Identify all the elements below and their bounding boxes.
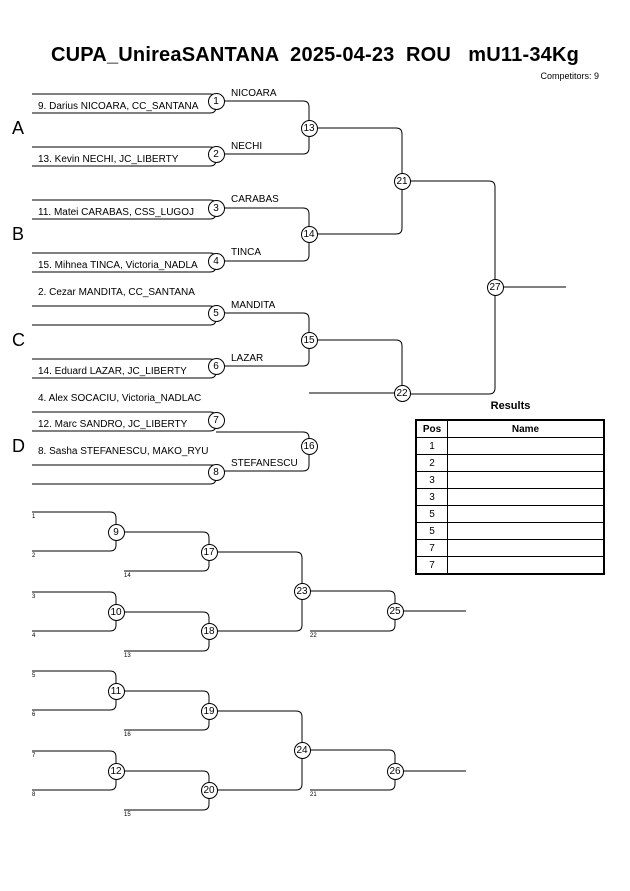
match-number: 26 <box>386 762 404 780</box>
match-number: 19 <box>200 702 218 720</box>
results-table: Pos Name 1 2 3 3 5 5 7 7 <box>415 419 605 575</box>
results-row: 5 <box>415 505 605 523</box>
results-row: 3 <box>415 471 605 489</box>
pool-label-a: A <box>12 118 25 138</box>
competitor-entry: 2. Cezar MANDITA, CC_SANTANA <box>38 287 195 298</box>
competitor-entry: 12. Marc SANDRO, JC_LIBERTY <box>38 419 188 430</box>
pool-label-d: D <box>12 436 25 456</box>
results-name <box>447 505 605 523</box>
results-pos: 1 <box>415 437 448 455</box>
results-name <box>447 522 605 540</box>
competitor-entry: 9. Darius NICOARA, CC_SANTANA <box>38 101 199 112</box>
repechage-slot-label: 15 <box>124 812 131 818</box>
match-number: 24 <box>293 741 311 759</box>
results-pos: 7 <box>415 539 448 557</box>
repechage-slot-label: 6 <box>32 712 36 718</box>
match-number: 20 <box>200 781 218 799</box>
match-number: 8 <box>207 463 225 481</box>
results-header-row: Pos Name <box>415 419 605 438</box>
results-row: 2 <box>415 454 605 472</box>
results-pos: 3 <box>415 471 448 489</box>
competitor-count: Competitors: 9 <box>540 71 599 81</box>
match-number: 6 <box>207 357 225 375</box>
competitor-entry: 11. Matei CARABAS, CSS_LUGOJ <box>38 207 194 218</box>
match-number: 27 <box>486 278 504 296</box>
repechage-slot-label: 1 <box>32 514 36 520</box>
repechage-slot-label: 13 <box>124 653 131 659</box>
match-number: 9 <box>107 523 125 541</box>
results-name <box>447 454 605 472</box>
results-pos: 7 <box>415 556 448 575</box>
event-title: CUPA_UnireaSANTANA 2025-04-23 ROU mU11-3… <box>50 44 580 66</box>
match-number: 22 <box>393 384 411 402</box>
winner-name: TINCA <box>231 247 261 258</box>
competitor-entry: 15. Mihnea TINCA, Victoria_NADLA <box>38 260 198 271</box>
results-pos: 5 <box>415 505 448 523</box>
repechage-slot-label: 2 <box>32 553 36 559</box>
winner-name: CARABAS <box>231 194 279 205</box>
match-number: 14 <box>300 225 318 243</box>
repechage-slot-label: 3 <box>32 594 36 600</box>
pool-label-c: C <box>12 330 25 350</box>
results-name <box>447 539 605 557</box>
repechage-slot-label: 21 <box>310 792 317 798</box>
match-number: 15 <box>300 331 318 349</box>
match-number: 17 <box>200 543 218 561</box>
repechage-slot-label: 14 <box>124 573 131 579</box>
winner-name: NICOARA <box>231 88 277 99</box>
match-number: 2 <box>207 145 225 163</box>
match-number: 10 <box>107 603 125 621</box>
results-name <box>447 437 605 455</box>
match-number: 11 <box>107 682 125 700</box>
repechage-slot-label: 7 <box>32 753 36 759</box>
match-number: 16 <box>300 437 318 455</box>
match-number: 7 <box>207 411 225 429</box>
pool-label-b: B <box>12 224 25 244</box>
results-header-name: Name <box>447 419 605 438</box>
match-number: 4 <box>207 252 225 270</box>
winner-name: MANDITA <box>231 300 276 311</box>
results-name <box>447 556 605 575</box>
results-row: 7 <box>415 539 605 557</box>
repechage-slot-label: 8 <box>32 792 36 798</box>
match-number: 18 <box>200 622 218 640</box>
results-pos: 5 <box>415 522 448 540</box>
competitor-entry: 8. Sasha STEFANESCU, MAKO_RYU <box>38 446 209 457</box>
competitor-entry: 13. Kevin NECHI, JC_LIBERTY <box>38 154 179 165</box>
match-number: 23 <box>293 582 311 600</box>
repechage-slot-label: 4 <box>32 633 36 639</box>
repechage-slot-label: 22 <box>310 633 317 639</box>
match-number: 25 <box>386 602 404 620</box>
results-title: Results <box>490 400 531 412</box>
repechage-slot-label: 5 <box>32 673 36 679</box>
match-number: 13 <box>300 119 318 137</box>
winner-name: STEFANESCU <box>231 458 298 469</box>
match-number: 12 <box>107 762 125 780</box>
match-number: 21 <box>393 172 411 190</box>
results-pos: 2 <box>415 454 448 472</box>
competitor-entry: 14. Eduard LAZAR, JC_LIBERTY <box>38 366 187 377</box>
results-name <box>447 488 605 506</box>
winner-name: NECHI <box>231 141 263 152</box>
winner-name: LAZAR <box>231 353 264 364</box>
match-number: 1 <box>207 92 225 110</box>
results-name <box>447 471 605 489</box>
competitor-entry: 4. Alex SOCACIU, Victoria_NADLAC <box>38 393 202 404</box>
results-header-pos: Pos <box>415 419 448 438</box>
match-number: 5 <box>207 304 225 322</box>
results-row: 7 <box>415 556 605 575</box>
results-row: 1 <box>415 437 605 455</box>
repechage-slot-label: 16 <box>124 732 131 738</box>
results-row: 5 <box>415 522 605 540</box>
results-pos: 3 <box>415 488 448 506</box>
results-row: 3 <box>415 488 605 506</box>
match-number: 3 <box>207 199 225 217</box>
